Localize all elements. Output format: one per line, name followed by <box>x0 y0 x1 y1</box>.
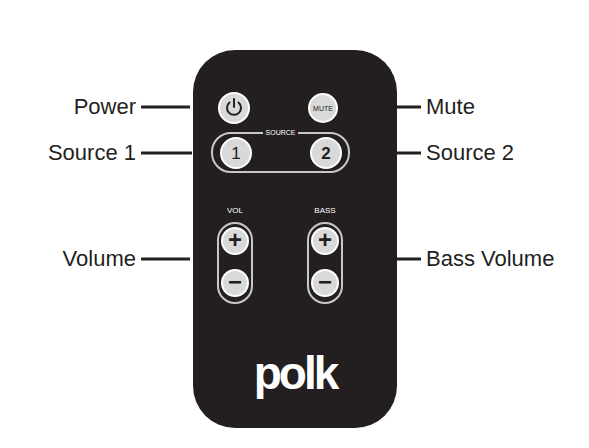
group-label: VOL <box>227 207 243 215</box>
button-symbol: + <box>228 228 242 252</box>
volume-up-button: + <box>221 227 249 255</box>
source-group: SOURCE12 <box>211 132 350 173</box>
source-button: 2 <box>310 137 342 169</box>
group-label: SOURCE <box>263 128 299 137</box>
callout-label: Mute <box>426 96 475 118</box>
bass-up-button: + <box>311 227 339 255</box>
button-label: 1 <box>231 145 240 162</box>
button-label: MUTE <box>313 105 333 112</box>
button-symbol: − <box>318 270 332 294</box>
group-label: BASS <box>314 207 335 215</box>
button-label: 2 <box>321 145 330 162</box>
brand-logo: polk <box>193 350 397 396</box>
callout-label: Power <box>74 96 136 118</box>
bass-rocker: BASS+− <box>307 222 343 304</box>
volume-down-button: − <box>221 269 249 297</box>
volume-rocker: VOL+− <box>217 222 253 304</box>
callout-label: Source 2 <box>426 142 514 164</box>
mute-button: MUTE <box>308 93 338 123</box>
source-button: 1 <box>220 137 252 169</box>
callout-label: Source 1 <box>48 142 136 164</box>
leader-line <box>141 258 190 261</box>
button-symbol: − <box>228 270 242 294</box>
callout-label: Bass Volume <box>426 248 554 270</box>
callout-label: Volume <box>63 248 136 270</box>
leader-line <box>141 152 192 155</box>
remote-body: polk MUTE SOURCE 1 2VOL + − BASS + − <box>193 50 397 428</box>
bass-down-button: − <box>311 269 339 297</box>
button-symbol: + <box>318 228 332 252</box>
leader-line <box>141 106 190 109</box>
